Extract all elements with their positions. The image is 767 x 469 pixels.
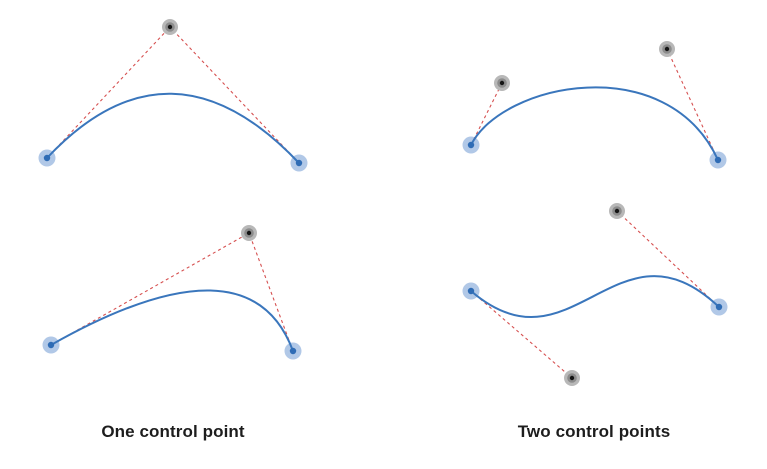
bezier-curve — [46, 92, 300, 164]
caption-two-control-points: Two control points — [517, 422, 671, 441]
control-point-dot — [664, 46, 670, 52]
endpoint-dot — [295, 159, 303, 167]
endpoint-dot — [467, 141, 475, 149]
endpoint-dot — [47, 341, 55, 349]
control-handle-line — [46, 26, 171, 159]
control-handle-line — [470, 290, 573, 379]
control-point-dot — [499, 80, 505, 86]
control-point-dot — [569, 375, 575, 381]
control-point-dot — [246, 230, 252, 236]
endpoint-dot — [289, 347, 297, 355]
control-handle-line — [616, 210, 720, 308]
endpoint-dot — [43, 154, 51, 162]
control-point-dot — [614, 208, 620, 214]
control-handle-line — [248, 232, 294, 352]
control-handle-line — [169, 26, 300, 164]
control-handle-line — [666, 48, 719, 161]
bezier-curve — [470, 275, 720, 319]
bezier-curve — [50, 289, 294, 352]
bezier-curve — [470, 86, 719, 161]
endpoint-dot — [714, 156, 722, 164]
endpoint-dot — [715, 303, 723, 311]
endpoint-dot — [467, 287, 475, 295]
control-point-dot — [167, 24, 173, 30]
caption-one-control-point: One control point — [101, 422, 245, 441]
